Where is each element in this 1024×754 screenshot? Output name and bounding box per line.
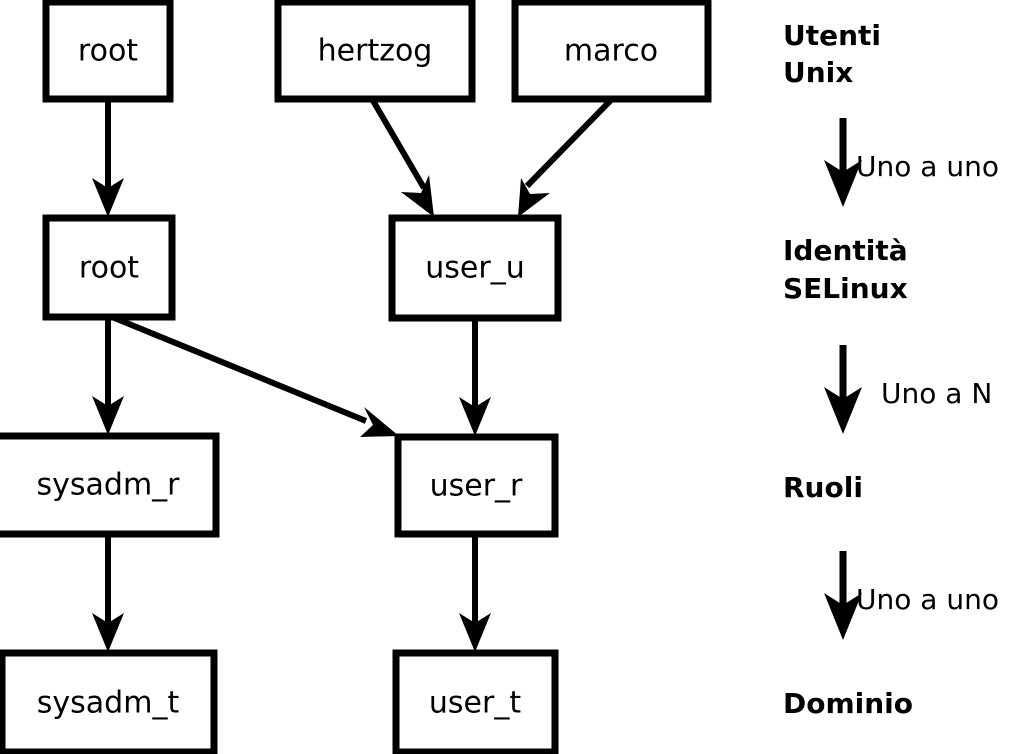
- legend-heading-line1: Utenti: [783, 19, 881, 52]
- edge-identity-root-to-user-r: [110, 314, 399, 437]
- node-label: hertzog: [318, 34, 433, 69]
- edge-identity-root-to-sysadm-r: [92, 317, 124, 435]
- node-label: sysadm_t: [37, 686, 180, 721]
- node-unix-hertzog[interactable]: hertzog: [274, 0, 476, 103]
- node-label: user_u: [425, 251, 524, 286]
- legend-heading-line2: Unix: [783, 56, 853, 89]
- node-label: user_t: [429, 686, 521, 721]
- node-label: root: [78, 34, 138, 69]
- legend-relation-label: Uno a N: [881, 377, 992, 410]
- node-role-user-r[interactable]: user_r: [394, 433, 559, 538]
- legend-heading-line1: Identità: [783, 234, 908, 267]
- node-label: sysadm_r: [37, 468, 181, 503]
- legend-relation-uno-a-uno-1: Uno a uno: [824, 118, 999, 207]
- edge-user-u-to-user-r: [459, 318, 491, 436]
- legend-heading-line2: SELinux: [783, 272, 908, 305]
- edge-hertzog-to-user-u: [369, 97, 434, 217]
- legend-relation-label: Uno a uno: [856, 583, 999, 616]
- legend-heading-line1: Ruoli: [783, 471, 863, 504]
- node-unix-root[interactable]: root: [42, 0, 174, 103]
- node-domain-sysadm-t[interactable]: sysadm_t: [0, 649, 218, 754]
- legend-item-identita-selinux: Identità SELinux: [783, 234, 908, 305]
- legend-item-ruoli: Ruoli: [783, 471, 863, 504]
- node-label: user_r: [430, 469, 523, 504]
- legend-item-utenti-unix: Utenti Unix: [783, 19, 881, 89]
- edge-sysadm-r-to-sysadm-t: [92, 534, 124, 652]
- legend-relation-uno-a-n: Uno a N: [824, 345, 992, 434]
- edge-user-r-to-user-t: [459, 534, 491, 652]
- node-unix-marco[interactable]: marco: [511, 0, 712, 103]
- node-role-sysadm-r[interactable]: sysadm_r: [0, 432, 220, 538]
- edge-group: [92, 96, 615, 652]
- legend-relation-uno-a-uno-2: Uno a uno: [824, 551, 999, 640]
- legend-relation-label: Uno a uno: [856, 150, 999, 183]
- edge-marco-to-user-u: [518, 96, 615, 217]
- node-label: root: [79, 251, 139, 286]
- legend-item-dominio: Dominio: [783, 687, 913, 720]
- node-identity-user-u[interactable]: user_u: [388, 214, 562, 322]
- legend-heading-line1: Dominio: [783, 687, 913, 720]
- node-domain-user-t[interactable]: user_t: [392, 649, 559, 754]
- node-identity-root[interactable]: root: [42, 214, 176, 321]
- edge-unix-root-to-identity-root: [92, 99, 124, 217]
- node-label: marco: [564, 34, 658, 69]
- legend-column: Utenti Unix Uno a uno Identità SELinux U…: [783, 19, 999, 720]
